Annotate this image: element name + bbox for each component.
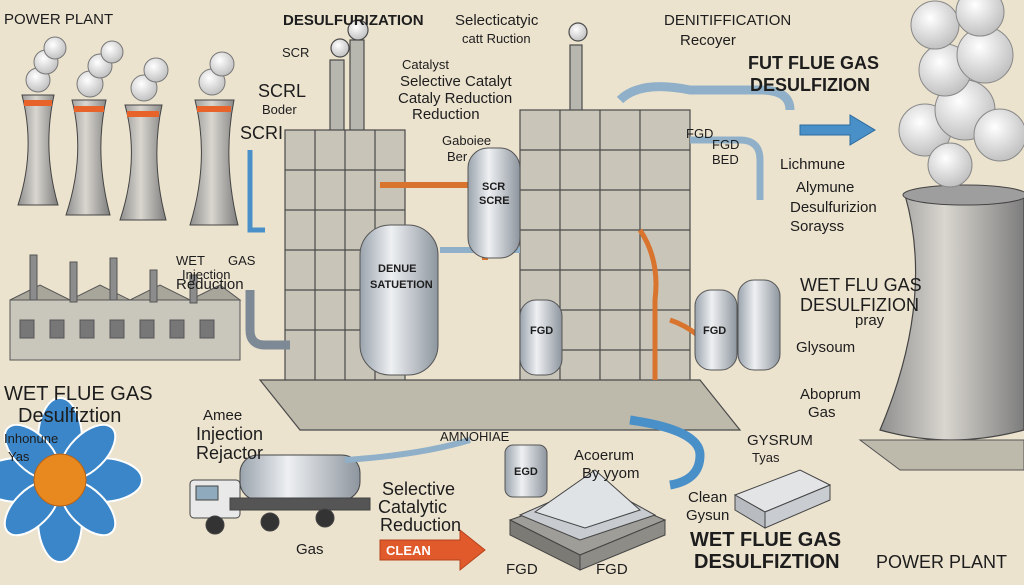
label-desulfiztion-left: Desulfiztion <box>18 405 122 427</box>
tank-label: SCRE <box>479 195 510 207</box>
label-amnohiae: AMNOHIAE <box>440 429 510 444</box>
label-yas: Yas <box>8 449 30 464</box>
label-catalyt-reduction: Cataly Reduction <box>398 90 513 107</box>
label-desulfizion-top: DESULFIZION <box>750 75 870 95</box>
label-fut-flue-gas: FUT FLUE GAS <box>748 53 879 73</box>
tank-label: DENUE <box>378 263 417 275</box>
tank-icon: EGD <box>504 444 548 498</box>
tank-icon: FGD <box>694 289 738 371</box>
label-by-yyom: By yyom <box>582 465 640 482</box>
tank-label: SCR <box>482 181 505 193</box>
label-fgd-bed-fg: FGD <box>712 137 740 152</box>
label-boder: Boder <box>262 102 297 117</box>
label-scr-top: SCR <box>282 45 310 60</box>
label-glysoum: Glysoum <box>796 339 856 356</box>
label-desulfurization: DESULFURIZATION <box>283 12 424 29</box>
tank-icon: DENUE SATUETION <box>359 224 439 376</box>
label-clean: Clean <box>688 489 728 506</box>
control-box-icon <box>733 469 832 529</box>
label-denitrification: DENITIFFICATION <box>664 12 792 29</box>
label-reduction: Reduction <box>412 106 480 123</box>
label-catalyst: Catalyst <box>402 57 449 72</box>
tank-icon: SCR SCRE <box>467 147 521 259</box>
cooling-tower-icon <box>858 0 1024 471</box>
label-rejactor: Rejactor <box>196 443 264 463</box>
label-selecticatyic: Selecticatyic <box>455 12 539 29</box>
label-desulfizion-right: DESULFIZION <box>800 295 920 315</box>
label-gas-bottom: Gas <box>296 541 324 558</box>
label-wet-flu-gas: WET FLU GAS <box>800 275 922 295</box>
tank-label: FGD <box>703 325 726 337</box>
label-injection-reactor: Injection <box>196 424 264 444</box>
label-reduction-left: Reduction <box>176 276 244 293</box>
label-fgd-bed-bed: BED <box>712 152 739 167</box>
tank-icon <box>737 279 781 371</box>
cooling-tower-icon <box>119 57 169 221</box>
label-fgd-bottom-1: FGD <box>506 561 538 578</box>
label-ber: Ber <box>447 149 468 164</box>
label-power-plant-right: POWER PLANT <box>876 552 1008 572</box>
label-lichmune: Lichmune <box>780 156 846 173</box>
tank-label: FGD <box>530 325 553 337</box>
label-catalytic: Catalytic <box>378 497 448 517</box>
label-tyas: Tyas <box>752 450 780 465</box>
label-scrl: SCRL <box>258 81 307 101</box>
label-pray: pray <box>855 312 885 329</box>
arrow-icon <box>629 415 705 490</box>
label-alymune: Alymune <box>796 179 855 196</box>
cooling-tower-icon <box>189 51 239 226</box>
label-wet-gas-gas: GAS <box>228 253 256 268</box>
label-gaboiee: Gaboiee <box>442 133 492 148</box>
arrow-icon <box>344 437 471 463</box>
label-selective: Selective <box>382 479 456 499</box>
label-acoerum: Acoerum <box>574 447 635 464</box>
label-desulfurizion: Desulfurizion <box>790 199 877 216</box>
arrow-icon <box>799 114 876 146</box>
label-power-plant-left: POWER PLANT <box>4 11 114 28</box>
label-gysun: Gysun <box>686 507 730 524</box>
label-inhonune: Inhonune <box>4 431 59 446</box>
arrow-icon <box>247 150 265 233</box>
label-clean-arrow: CLEAN <box>386 543 431 558</box>
label-fgd-bottom-2: FGD <box>596 561 628 578</box>
label-amee: Amee <box>203 407 243 424</box>
label-injection: Injection <box>182 267 231 282</box>
arrow-icon <box>379 528 486 572</box>
label-desulfiztion-bottom: DESULFIZTION <box>694 551 840 573</box>
label-wet-flue-gas-bottom: WET FLUE GAS <box>690 529 842 551</box>
gypsum-tray-icon <box>508 469 667 571</box>
label-selective-catalyt: Selective Catalyt <box>400 73 512 90</box>
label-fgd-small: FGD <box>686 126 714 141</box>
label-scri: SCRI <box>240 123 284 143</box>
label-wet-gas-wet: WET <box>176 253 205 268</box>
label-wet-flue-gas-left: WET FLUE GAS <box>4 383 153 405</box>
label-catt-ruction: catt Ruction <box>462 31 531 46</box>
truck-icon <box>189 454 371 535</box>
label-sorayss: Sorayss <box>790 218 845 235</box>
tank-label: EGD <box>514 466 538 478</box>
label-aboprum: Aboprum <box>800 386 861 403</box>
tank-icon: FGD <box>519 299 563 376</box>
label-reduction-bottom: Reduction <box>380 515 462 535</box>
factory-icon <box>9 254 242 361</box>
flower-icon <box>0 397 143 563</box>
tank-label: SATUETION <box>370 279 433 291</box>
cooling-tower-icon <box>65 40 124 216</box>
label-recoyer: Recoyer <box>680 32 736 49</box>
label-gysrum: GYSRUM <box>747 432 813 449</box>
label-gas-right: Gas <box>808 404 836 421</box>
cooling-tower-icon <box>17 36 67 206</box>
